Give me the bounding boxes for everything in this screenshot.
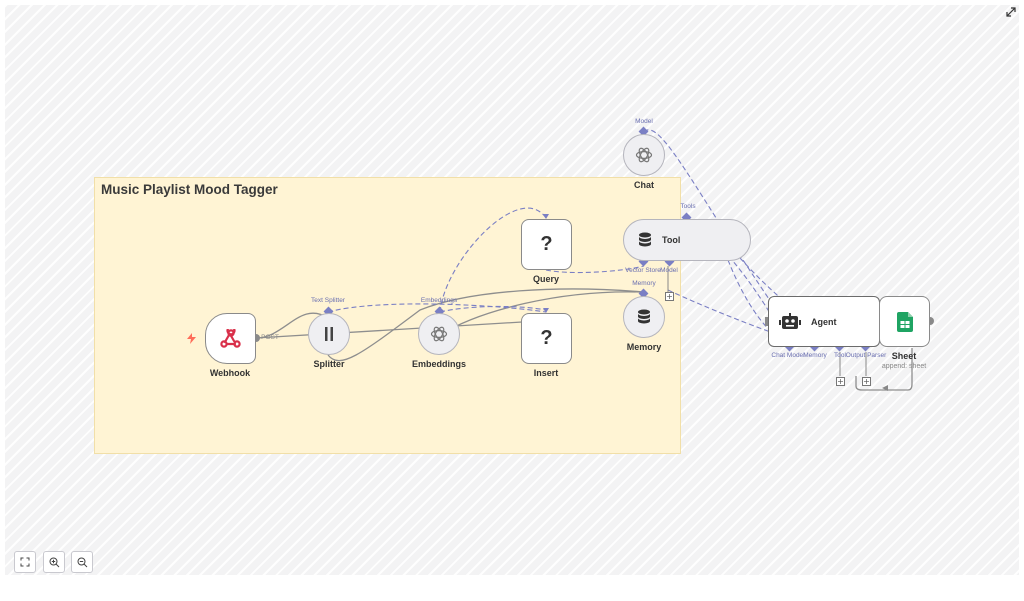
agent-output-parser-port-label: Output Parser bbox=[845, 352, 887, 359]
sheet-node[interactable] bbox=[879, 296, 930, 347]
tool-vector-store-port-label: Vector Store bbox=[625, 267, 661, 274]
splitter-port-label: Text Splitter bbox=[311, 297, 345, 304]
splitter-node[interactable] bbox=[308, 313, 350, 355]
embeddings-label: Embeddings bbox=[411, 359, 467, 369]
chat-label: Chat bbox=[634, 180, 654, 190]
splitter-icon bbox=[325, 327, 333, 341]
agent-node[interactable]: Agent bbox=[768, 296, 880, 347]
database-icon bbox=[638, 309, 650, 324]
add-model-button[interactable]: + bbox=[665, 292, 674, 301]
fit-view-icon bbox=[20, 557, 30, 567]
webhook-label: Webhook bbox=[209, 368, 251, 378]
agent-memory-port-label: Memory bbox=[803, 352, 827, 359]
add-output-parser-button[interactable]: + bbox=[862, 377, 871, 386]
bolt-icon bbox=[187, 333, 196, 344]
webhook-node[interactable] bbox=[205, 313, 256, 364]
memory-label: Memory bbox=[626, 342, 662, 352]
sticky-note[interactable]: Music Playlist Mood Tagger bbox=[94, 177, 681, 454]
fit-view-button[interactable] bbox=[14, 551, 36, 573]
webhook-icon bbox=[219, 328, 241, 348]
chat-node[interactable] bbox=[623, 134, 665, 176]
sheet-label: Sheet bbox=[891, 351, 917, 361]
tool-label: Tool bbox=[662, 235, 681, 245]
question-icon: ? bbox=[540, 327, 553, 349]
tool-node[interactable]: Tool bbox=[623, 219, 751, 261]
agent-tool-port-label: Tool bbox=[834, 352, 846, 359]
tool-tools-port-label: Tools bbox=[680, 203, 696, 210]
memory-port-label: Memory bbox=[632, 280, 656, 287]
sticky-title: Music Playlist Mood Tagger bbox=[101, 182, 278, 197]
agent-label: Agent bbox=[811, 316, 837, 327]
agent-chat-model-port-label: Chat Model bbox=[771, 352, 805, 359]
robot-icon bbox=[779, 312, 801, 329]
sheet-sublabel: append: sheet bbox=[881, 363, 927, 370]
splitter-label: Splitter bbox=[313, 359, 345, 369]
google-sheets-icon bbox=[896, 311, 913, 332]
webhook-post-label: POST bbox=[261, 334, 279, 341]
zoom-out-icon bbox=[77, 557, 87, 567]
zoom-out-button[interactable] bbox=[71, 551, 93, 573]
zoom-in-button[interactable] bbox=[43, 551, 65, 573]
expand-icon[interactable] bbox=[1006, 7, 1016, 17]
embeddings-port-label: Embeddings bbox=[420, 297, 458, 304]
insert-node[interactable]: ? bbox=[521, 313, 572, 364]
memory-node[interactable] bbox=[623, 296, 665, 338]
database-icon bbox=[639, 232, 651, 247]
openai-icon bbox=[635, 147, 653, 163]
openai-icon bbox=[430, 326, 448, 342]
query-node[interactable]: ? bbox=[521, 219, 572, 270]
chat-port-label: Model bbox=[635, 118, 653, 125]
tool-model-port-label: Model bbox=[660, 267, 678, 274]
embeddings-node[interactable] bbox=[418, 313, 460, 355]
query-label: Query bbox=[532, 274, 560, 284]
question-icon: ? bbox=[540, 233, 553, 255]
insert-label: Insert bbox=[533, 368, 559, 378]
zoom-in-icon bbox=[49, 557, 59, 567]
add-tool-button[interactable]: + bbox=[836, 377, 845, 386]
